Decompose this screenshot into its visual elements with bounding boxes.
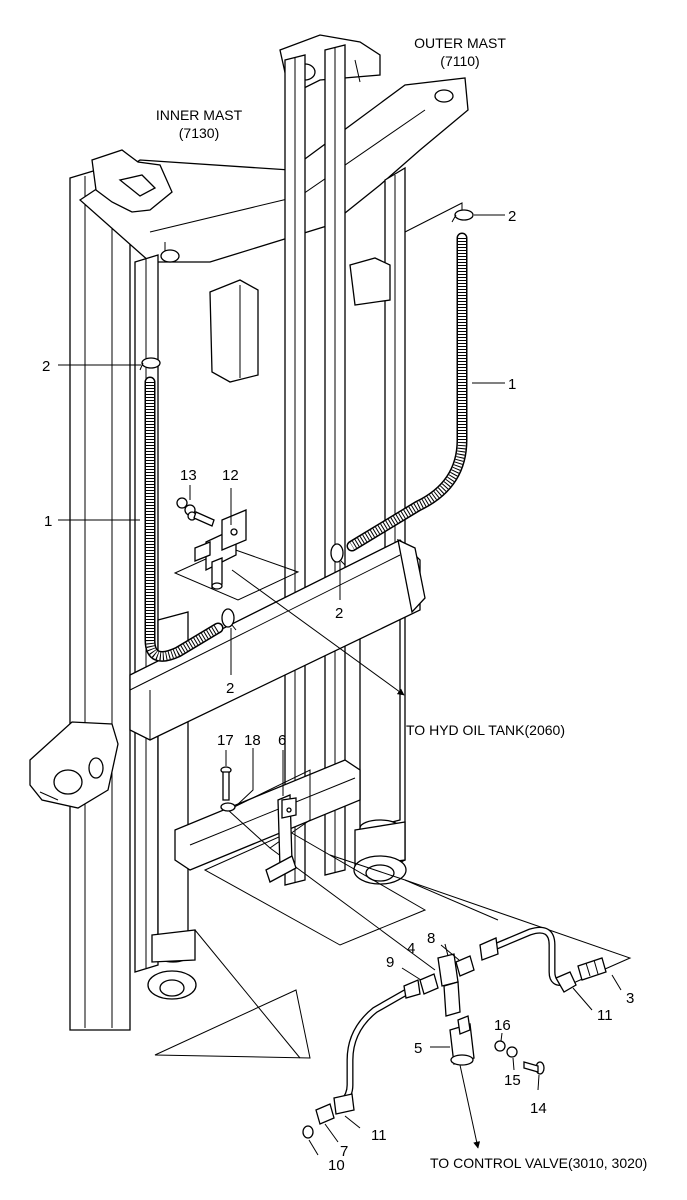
inner-mast bbox=[91, 44, 346, 973]
callout-3: 3 bbox=[626, 990, 634, 1007]
lower-fittings bbox=[302, 926, 607, 1139]
callout-2-left: 2 bbox=[42, 358, 50, 375]
hose-left bbox=[144, 376, 224, 662]
callout-6: 6 bbox=[278, 732, 286, 749]
outer-mast-label: OUTER MAST bbox=[414, 35, 506, 51]
carrier-beam bbox=[129, 538, 426, 871]
text-labels: OUTER MAST (7110) INNER MAST (7130) TO H… bbox=[156, 35, 648, 1171]
callout-13: 13 bbox=[180, 467, 197, 484]
inner-mast-code: (7130) bbox=[179, 125, 219, 141]
outer-mast bbox=[29, 34, 469, 1031]
outer-mast-code: (7110) bbox=[440, 53, 479, 69]
callout-18: 18 bbox=[244, 732, 261, 749]
to-control-valve-text: TO CONTROL VALVE(3010, 3020) bbox=[430, 1155, 647, 1171]
callout-10: 10 bbox=[328, 1157, 345, 1174]
hose-right bbox=[346, 232, 468, 552]
callout-7: 7 bbox=[340, 1143, 348, 1160]
callout-2-top: 2 bbox=[508, 208, 516, 225]
tee-fitting bbox=[176, 497, 247, 590]
callout-16: 16 bbox=[494, 1017, 511, 1034]
callout-12: 12 bbox=[222, 467, 239, 484]
callout-9: 9 bbox=[386, 954, 394, 971]
callout-11-low: 11 bbox=[371, 1127, 387, 1144]
callout-1-right: 1 bbox=[508, 376, 516, 393]
to-hyd-oil-tank-label: TO HYD OIL TANK(2060) bbox=[406, 722, 565, 738]
callout-2-mid: 2 bbox=[335, 605, 343, 622]
callout-numbers: 2 2 1 1 13 12 2 2 17 18 6 8 4 9 3 11 16 … bbox=[42, 208, 634, 1174]
callout-17: 17 bbox=[217, 732, 234, 749]
callout-1-left: 1 bbox=[44, 513, 52, 530]
callout-11-right: 11 bbox=[597, 1007, 613, 1024]
callout-14: 14 bbox=[530, 1100, 547, 1117]
callout-2-low: 2 bbox=[226, 680, 234, 697]
callout-4: 4 bbox=[407, 940, 415, 957]
callout-15: 15 bbox=[504, 1072, 521, 1089]
hose-clamps bbox=[139, 209, 474, 631]
hose-bracket bbox=[220, 766, 297, 883]
leader-lines bbox=[58, 214, 622, 1156]
inner-mast-label: INNER MAST bbox=[156, 107, 243, 123]
callout-5: 5 bbox=[414, 1040, 422, 1057]
callout-8: 8 bbox=[427, 930, 435, 947]
